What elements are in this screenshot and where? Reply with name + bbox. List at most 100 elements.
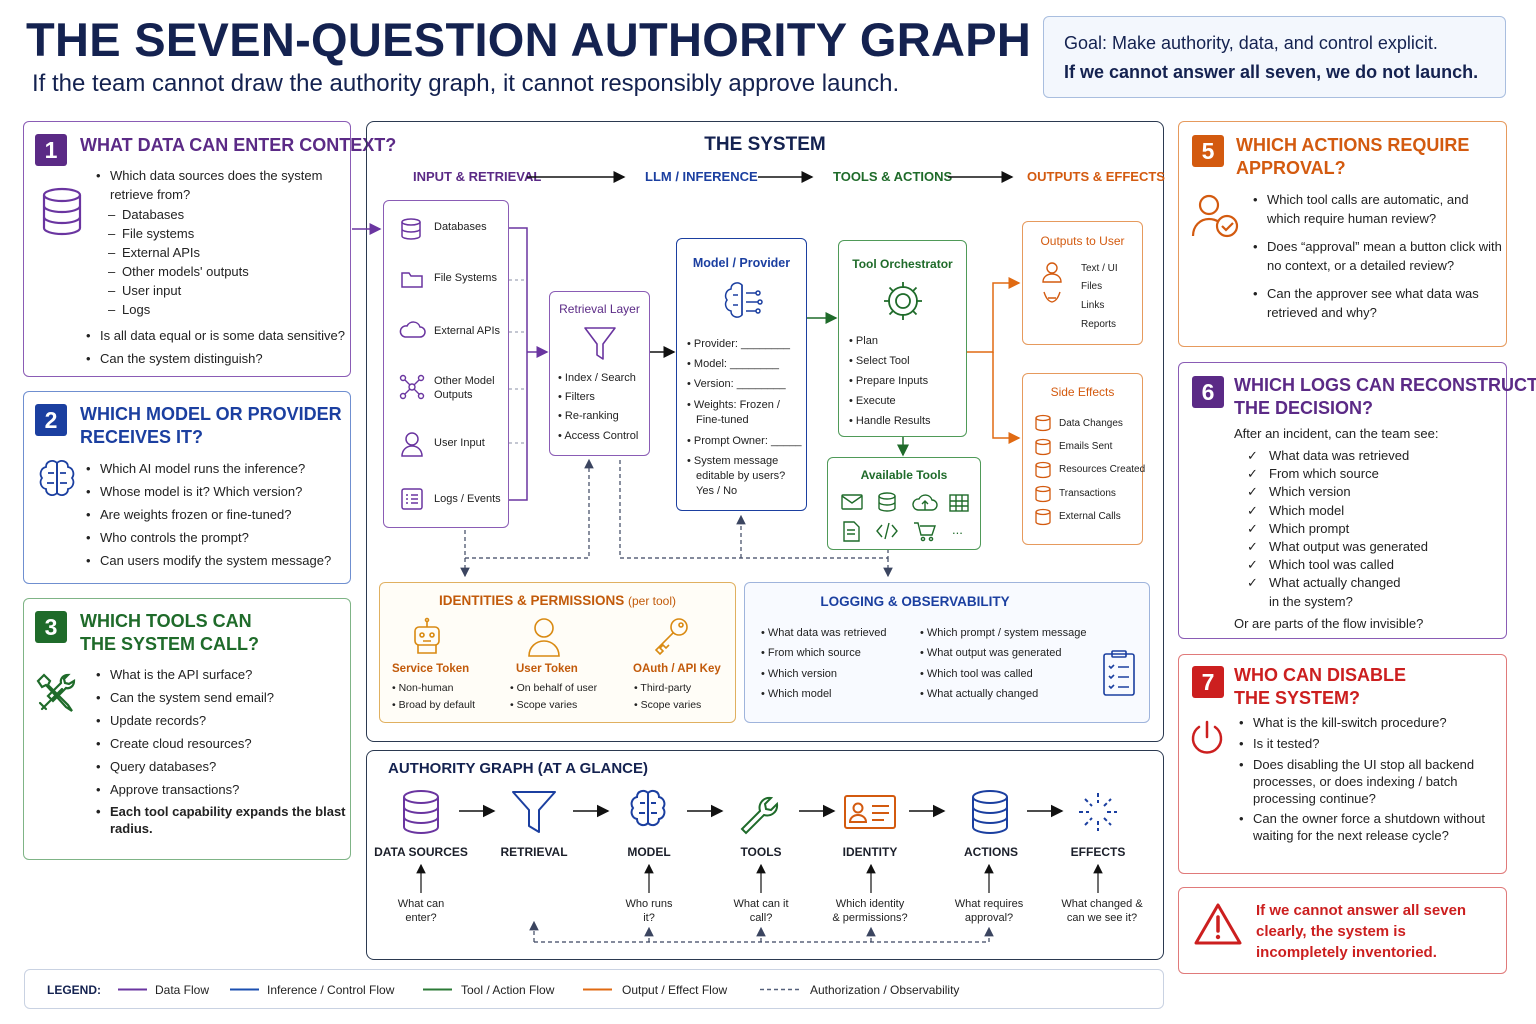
- list-item: Create cloud resources?: [96, 734, 346, 753]
- log-field: • Which tool was called: [920, 668, 1033, 680]
- effects-burst-icon: [1079, 793, 1117, 831]
- legend-item: Output / Effect Flow: [622, 983, 728, 997]
- effects-database-icons: [1035, 414, 1051, 526]
- system-message-field-cont: editable by users?: [696, 470, 786, 482]
- list-item: What is the kill-switch procedure?: [1239, 714, 1501, 732]
- log-field: • From which source: [761, 647, 861, 659]
- tool-orchestrator-box: Tool Orchestrator • Plan • Select Tool •…: [838, 240, 967, 437]
- orchestrator-step: • Select Tool: [849, 355, 910, 367]
- authority-question: Which identity& permissions?: [832, 898, 908, 924]
- retrieval-layer-box: Retrieval Layer • Index / Search • Filte…: [549, 291, 650, 456]
- model-provider-field: • Provider: ________: [687, 338, 790, 350]
- list-item: Does disabling the UI stop all backend p…: [1239, 756, 1501, 807]
- source-outputs: Outputs: [434, 389, 473, 401]
- logs-icon: [401, 488, 423, 510]
- list-item: Query databases?: [96, 757, 346, 776]
- check-item: What output was generated: [1247, 538, 1497, 556]
- user-token-icon: [528, 618, 560, 657]
- list-item: Logs: [96, 300, 346, 319]
- list-item: Can the system distinguish?: [86, 349, 346, 368]
- list-item: Databases: [96, 205, 346, 224]
- model-name-field: • Model: ________: [687, 358, 779, 370]
- code-icon: [876, 522, 898, 540]
- retrieval-item: • Index / Search: [558, 372, 636, 384]
- warning-icon: [1194, 903, 1242, 945]
- goal-line: Goal: Make authority, data, and control …: [1064, 33, 1438, 53]
- source-other-model: Other Model: [434, 375, 495, 387]
- authority-node-actions: ACTIONS: [964, 845, 1018, 859]
- cart-icon: [914, 522, 936, 542]
- check-item: What data was retrieved: [1247, 447, 1497, 465]
- list-item: Other models' outputs: [96, 262, 346, 281]
- model-title: Model / Provider: [692, 256, 791, 270]
- user-icon: [401, 432, 423, 457]
- output-item: Files: [1081, 281, 1103, 292]
- document-icon: [843, 521, 860, 542]
- list-item: Which AI model runs the inference?: [86, 459, 348, 478]
- authority-node-identity: IDENTITY: [842, 845, 898, 859]
- orchestrator-step: • Plan: [849, 335, 878, 347]
- orchestrator-step: • Execute: [849, 395, 896, 407]
- orchestrator-title: Tool Orchestrator: [852, 257, 953, 271]
- log-field: • What data was retrieved: [761, 627, 887, 639]
- funnel-icon: [584, 327, 616, 360]
- stage-tools-actions: TOOLS & ACTIONS: [833, 169, 953, 184]
- gear-icon: [884, 282, 922, 320]
- spreadsheet-icon: [949, 494, 969, 512]
- authority-graph-panel: AUTHORITY GRAPH (AT A GLANCE): [366, 750, 1164, 960]
- authority-node-tools: TOOLS: [740, 845, 782, 859]
- brain-icon: [39, 460, 75, 496]
- model-weights-field-cont: Fine-tuned: [696, 414, 749, 426]
- check-item: Which tool was called: [1247, 556, 1497, 574]
- list-item: External APIs: [96, 243, 346, 262]
- list-item: Are weights frozen or fine-tuned?: [86, 505, 348, 524]
- source-databases: Databases: [434, 221, 487, 233]
- log-intro: After an incident, can the team see:: [1234, 426, 1439, 441]
- database-icon: [878, 492, 896, 512]
- orchestrator-step: • Prepare Inputs: [849, 375, 929, 387]
- user-approval-icon: [1191, 194, 1239, 238]
- email-icon: [841, 494, 863, 510]
- data-sources-box: Databases File Systems External APIs Oth…: [383, 200, 509, 528]
- key-icon: [654, 618, 688, 656]
- log-field: • What actually changed: [920, 688, 1039, 700]
- model-brain-icon: [630, 789, 666, 827]
- identity-attr: • Scope varies: [634, 699, 702, 711]
- list-item: Can the approver see what data was retri…: [1253, 284, 1503, 322]
- legend: LEGEND: Data Flow Inference / Control Fl…: [24, 969, 1164, 1009]
- identity-card-icon: [844, 795, 896, 829]
- blast-radius-note: Each tool capability expands the blast r…: [96, 803, 346, 837]
- list-item: Does “approval” mean a button click with…: [1253, 237, 1503, 275]
- effect-item: Resources Created: [1059, 464, 1146, 475]
- cloud-upload-icon: [912, 494, 938, 511]
- question-number: 2: [35, 404, 67, 436]
- clipboard-checklist-icon: [1103, 650, 1135, 696]
- effect-item: Transactions: [1059, 488, 1116, 499]
- log-field: • Which version: [761, 668, 837, 680]
- tools-title: Available Tools: [860, 468, 948, 482]
- effect-item: External Calls: [1059, 511, 1121, 522]
- check-item: Which model: [1247, 502, 1497, 520]
- list-item: Is it tested?: [1239, 735, 1501, 753]
- question-number: 6: [1192, 376, 1224, 408]
- brain-circuit-icon: [724, 282, 763, 318]
- question-card-1: 1 WHAT DATA CAN ENTER CONTEXT? Which dat…: [23, 121, 396, 377]
- identity-attr: • Third-party: [634, 682, 692, 694]
- outputs-title: Outputs to User: [1040, 234, 1125, 248]
- user-token-label: User Token: [516, 663, 578, 675]
- list-item: What is the API surface?: [96, 665, 346, 684]
- page-title: THE SEVEN-QUESTION AUTHORITY GRAPH: [26, 13, 1032, 66]
- log-field: • What output was generated: [920, 647, 1062, 659]
- launch-rule: If we cannot answer all seven, we do not…: [1064, 62, 1479, 82]
- list-item: Which tool calls are automatic, and whic…: [1253, 190, 1503, 228]
- list-item: Approve transactions?: [96, 780, 346, 799]
- effect-item: Emails Sent: [1059, 441, 1113, 452]
- question-number: 5: [1192, 135, 1224, 167]
